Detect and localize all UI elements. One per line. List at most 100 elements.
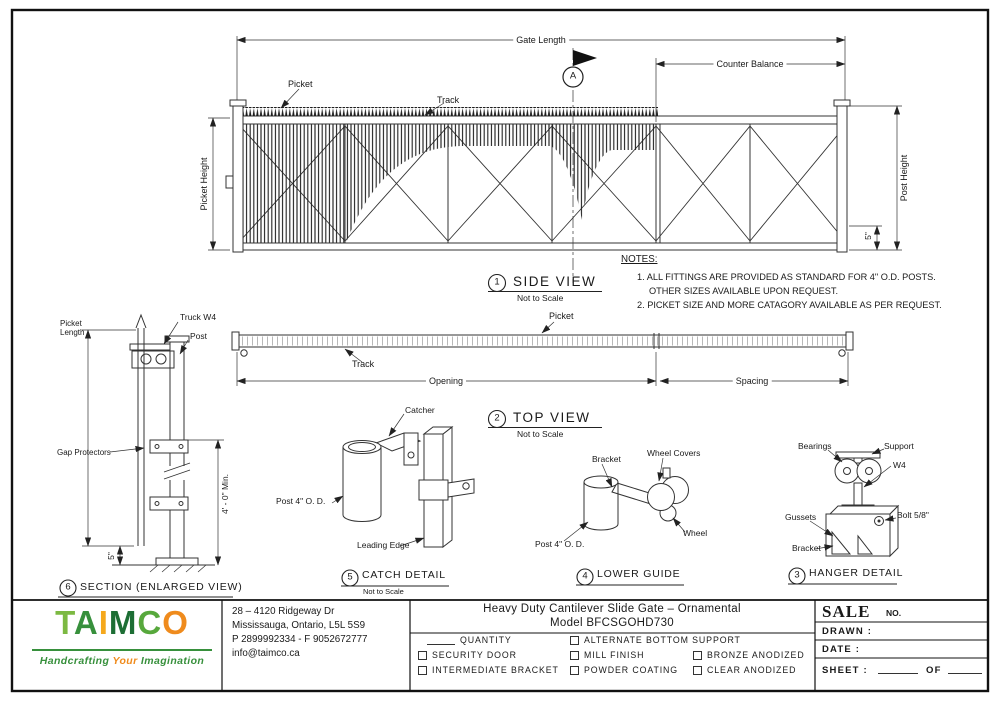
checkbox-icon [418, 650, 427, 660]
of-label: OF [926, 665, 942, 676]
wheel-label: Wheel [683, 528, 708, 538]
logo-letter: T [55, 604, 74, 641]
checkbox-label: POWDER COATING [584, 665, 679, 675]
top-view-drawing [231, 321, 854, 386]
section-view-drawing [82, 313, 224, 573]
checkbox-icon [418, 665, 427, 675]
picket-length-dim-label: Picket Length [60, 319, 85, 337]
catch-detail-title: CATCH DETAIL [362, 569, 446, 581]
top-view-callout-number: 2 [494, 412, 500, 424]
drawing-model: Model BFCSGOHD730 [550, 617, 674, 629]
track-label-side: Track [437, 95, 460, 105]
tagline-word: Handcrafting [39, 655, 110, 667]
bolt-label: Bolt 5/8" [897, 510, 929, 520]
catch-scale-note: Not to Scale [363, 587, 404, 596]
hanger-detail-drawing [809, 447, 900, 558]
side-view-drawing [225, 99, 851, 253]
leading-edge-label: Leading Edge [357, 540, 410, 550]
post-height-dim-label: Post Height [898, 152, 910, 204]
section-marker-circle [562, 66, 584, 88]
sheet-number-blank [878, 663, 918, 674]
checkbox-label: CLEAR ANODIZED [707, 665, 797, 675]
min-height-dim-label: 4' - 0" Min. [220, 471, 231, 517]
lower-guide-post-label: Post 4" O. D. [535, 539, 585, 549]
checkbox-label: BRONZE ANODIZED [707, 650, 805, 660]
checkbox-label: ALTERNATE BOTTOM SUPPORT [584, 635, 741, 645]
callout-marks [58, 273, 897, 598]
truck-w4-label: Truck W4 [180, 312, 217, 322]
lower-guide-title: LOWER GUIDE [597, 568, 681, 580]
gate-length-dim-label: Gate Length [513, 35, 569, 46]
catch-callout-number: 5 [347, 571, 353, 583]
checkbox-icon [693, 650, 702, 660]
logo-letter: O [162, 604, 189, 641]
quantity-field: QUANTITY [427, 635, 512, 645]
quantity-blank-line [427, 636, 455, 645]
company-address: 28 – 4120 Ridgeway Dr Mississauga, Ontar… [232, 605, 367, 661]
date-label: DATE : [822, 644, 861, 655]
sale-label: SALE [822, 602, 871, 621]
checkbox-icon [570, 665, 579, 675]
drawn-label: DRAWN : [822, 626, 873, 637]
drawing-title: Heavy Duty Cantilever Slide Gate – Ornam… [483, 603, 741, 615]
option-clear-anodized: CLEAR ANODIZED [693, 665, 796, 675]
hanger-callout-number: 3 [794, 569, 800, 581]
picket-height-dim-label: Picket Height [198, 155, 210, 213]
tagline-word: Your [112, 655, 138, 667]
lower-guide-bracket-label: Bracket [592, 454, 621, 464]
option-security-door: SECURITY DOOR [418, 650, 517, 660]
catcher-label: Catcher [405, 405, 435, 415]
logo-tagline: Handcrafting Your Imagination [30, 655, 214, 667]
note-item: 1. ALL FITTINGS ARE PROVIDED AS STANDARD… [637, 272, 936, 282]
logo-letter: M [108, 604, 138, 641]
spacing-dim-label: Spacing [732, 376, 772, 387]
section-view-title: SECTION (ENLARGED VIEW) [80, 581, 243, 593]
sale-no-label: NO. [886, 608, 902, 618]
w4-label: W4 [893, 460, 906, 470]
quantity-label: QUANTITY [460, 635, 512, 645]
gussets-label: Gussets [785, 512, 817, 522]
address-line: Mississauga, Ontario, L5L 5S9 [232, 620, 366, 631]
sheet-total-blank [948, 663, 982, 674]
track-label-top: Track [352, 359, 375, 369]
post-label-section: Post [190, 331, 208, 341]
callout-circle-section [59, 579, 77, 597]
section-marker-letter: A [569, 70, 577, 82]
checkbox-icon [570, 635, 579, 645]
catch-post-label: Post 4" O. D. [276, 496, 326, 506]
side-view-scale-note: Not to Scale [517, 293, 564, 303]
top-view-scale-note: Not to Scale [517, 429, 564, 439]
address-line: info@taimco.ca [232, 648, 300, 659]
picket-label-top: Picket [549, 311, 574, 321]
note-item: 2. PICKET SIZE AND MORE CATAGORY AVAILAB… [637, 300, 942, 310]
address-line: P 2899992334 - F 9052672777 [232, 634, 368, 645]
note-item: OTHER SIZES AVAILABLE UPON REQUEST. [649, 286, 839, 296]
checkbox-icon [570, 650, 579, 660]
lower-guide-drawing [563, 457, 689, 542]
checkbox-label: MILL FINISH [584, 650, 645, 660]
side-view-title: SIDE VIEW [513, 274, 597, 289]
bottom-gap-dim-label: 5" [863, 230, 874, 242]
logo-letter: A [73, 604, 99, 641]
gap-protectors-label: Gap Protectors [57, 448, 111, 457]
bearings-label: Bearings [798, 441, 832, 451]
title-block-lines [12, 599, 988, 691]
lower-guide-callout-number: 4 [582, 570, 588, 582]
checkbox-label: SECURITY DOOR [432, 650, 517, 660]
address-line: 28 – 4120 Ridgeway Dr [232, 606, 335, 617]
opening-dim-label: Opening [425, 376, 467, 387]
checkbox-label: INTERMEDIATE BRACKET [432, 665, 559, 675]
logo-letter: C [137, 604, 163, 641]
support-label: Support [884, 441, 914, 451]
option-bronze-anodized: BRONZE ANODIZED [693, 650, 805, 660]
wheel-covers-label: Wheel Covers [647, 448, 701, 458]
checkbox-icon [693, 665, 702, 675]
picket-label-side: Picket [288, 79, 313, 89]
counter-balance-dim-label: Counter Balance [713, 59, 787, 70]
option-mill-finish: MILL FINISH [570, 650, 644, 660]
side-view-callout-number: 1 [494, 276, 500, 288]
catch-detail-drawing [331, 413, 475, 549]
option-powder-coating: POWDER COATING [570, 665, 678, 675]
